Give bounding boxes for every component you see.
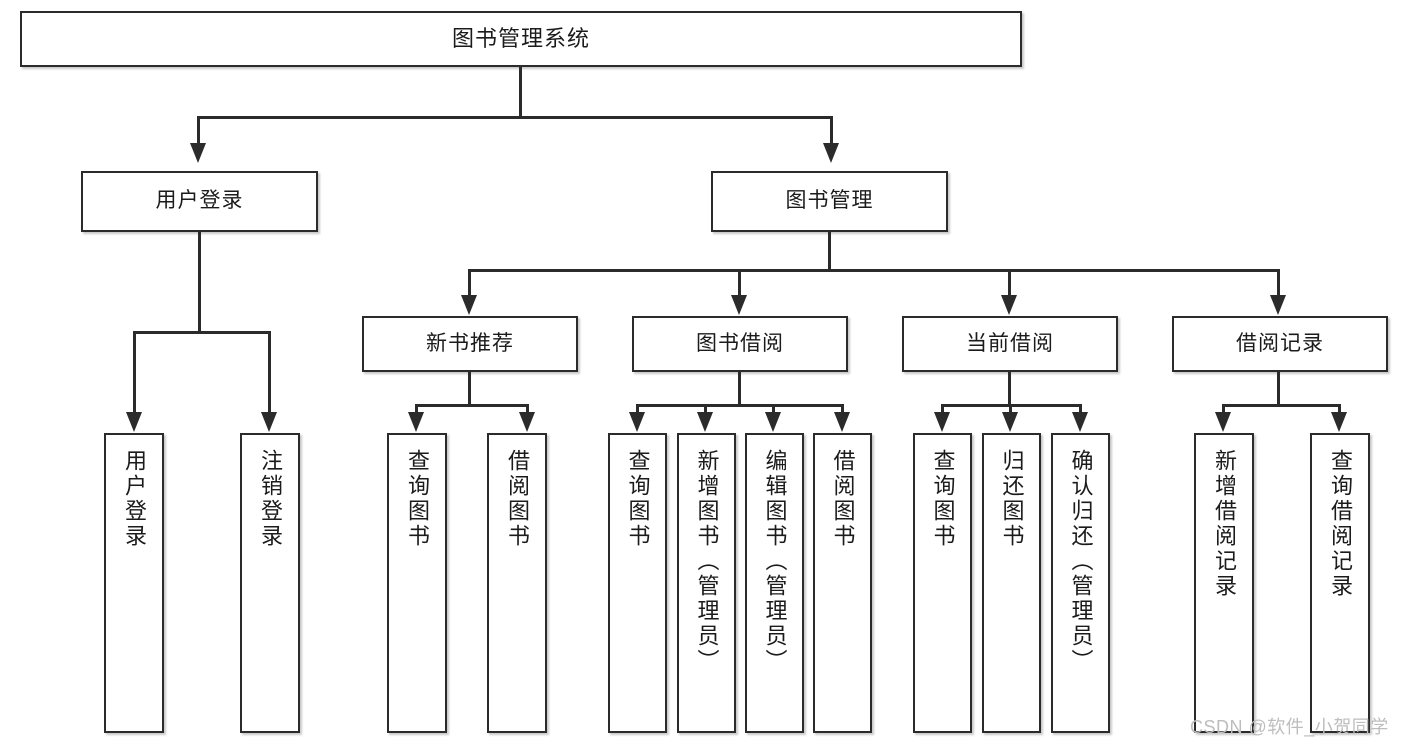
connector-book-borrow-child-2	[704, 404, 707, 418]
arrowhead-leaf-query-book-a	[408, 412, 424, 432]
node-label: 新增图书（管理员）	[694, 449, 720, 674]
leaf-current-query-book[interactable]: 查询图书	[913, 433, 972, 733]
leaf-user-login[interactable]: 用户登录	[104, 433, 164, 733]
node-label: 借阅记录	[1236, 331, 1324, 355]
arrowhead-book-borrow	[731, 295, 747, 315]
arrowhead-leaf-query-book-c	[934, 412, 950, 432]
leaf-borrow-borrow-book[interactable]: 借阅图书	[813, 433, 872, 733]
connector-user-login-bus	[133, 331, 271, 334]
node-label: 确认归还（管理员）	[1068, 449, 1094, 674]
arrowhead-leaf-add-record	[1215, 412, 1231, 432]
connector-user-login-child-2	[268, 331, 271, 415]
arrowhead-leaf-logout	[261, 412, 277, 432]
arrowhead-leaf-edit-book	[765, 412, 781, 432]
leaf-logout[interactable]: 注销登录	[240, 433, 300, 733]
leaf-new-book-query[interactable]: 查询图书	[387, 433, 447, 733]
connector-borrow-record-bus	[1222, 404, 1341, 407]
connector-current-borrow-child-3	[1079, 404, 1082, 418]
arrowhead-user-login	[190, 143, 206, 163]
node-label: 新增借阅记录	[1211, 449, 1237, 599]
node-label: 用户登录	[155, 189, 244, 213]
connector-user-login-child-1	[133, 331, 136, 415]
node-book-management[interactable]: 图书管理	[711, 171, 948, 232]
leaf-current-return-book[interactable]: 归还图书	[982, 433, 1041, 733]
node-label: 编辑图书（管理员）	[762, 449, 788, 674]
connector-to-current-borrow	[1008, 269, 1011, 297]
node-label: 查询图书	[404, 449, 430, 549]
arrowhead-leaf-add-book	[697, 412, 713, 432]
node-label: 查询借阅记录	[1327, 449, 1353, 599]
leaf-current-confirm-return[interactable]: 确认归还（管理员）	[1051, 433, 1110, 733]
leaf-record-add[interactable]: 新增借阅记录	[1194, 433, 1254, 733]
arrowhead-book-mgmt	[823, 143, 839, 163]
connector-root-to-user-login	[197, 116, 200, 146]
node-label: 新书推荐	[426, 331, 514, 355]
node-book-borrow[interactable]: 图书借阅	[632, 316, 848, 372]
node-label: 查询图书	[930, 449, 956, 549]
node-label: 当前借阅	[966, 331, 1054, 355]
connector-user-login-stem	[198, 232, 201, 333]
connector-new-book-child-1	[415, 404, 418, 418]
connector-current-borrow-stem	[1008, 372, 1011, 406]
leaf-record-query[interactable]: 查询借阅记录	[1310, 433, 1370, 733]
connector-level2-bus	[197, 116, 833, 119]
connector-book-borrow-child-4	[841, 404, 844, 418]
leaf-borrow-query-book[interactable]: 查询图书	[608, 433, 667, 733]
connector-book-borrow-stem	[738, 372, 741, 406]
node-label: 图书管理	[785, 189, 874, 213]
connector-level3-bus	[468, 269, 1280, 272]
arrowhead-leaf-borrow-book-b	[834, 412, 850, 432]
leaf-borrow-edit-book[interactable]: 编辑图书（管理员）	[745, 433, 804, 733]
connector-book-borrow-child-1	[636, 404, 639, 418]
node-user-login[interactable]: 用户登录	[81, 171, 318, 232]
leaf-new-book-borrow[interactable]: 借阅图书	[487, 433, 547, 733]
arrowhead-leaf-return-book	[1002, 412, 1018, 432]
node-label: 归还图书	[999, 449, 1025, 549]
node-label: 借阅图书	[830, 449, 856, 549]
arrowhead-leaf-query-book-b	[629, 412, 645, 432]
node-label: 图书借阅	[696, 331, 784, 355]
node-current-borrow[interactable]: 当前借阅	[902, 316, 1118, 372]
csdn-watermark: CSDN @软件_小贺同学	[1190, 717, 1389, 737]
connector-to-borrow-record	[1277, 269, 1280, 297]
node-label: 用户登录	[121, 449, 147, 549]
node-label: 图书管理系统	[451, 26, 590, 52]
connector-borrow-record-stem	[1277, 372, 1280, 406]
connector-new-book-child-2	[526, 404, 529, 418]
connector-borrow-record-child-1	[1222, 404, 1225, 418]
connector-to-new-book	[468, 269, 471, 297]
arrowhead-leaf-confirm-return	[1072, 412, 1088, 432]
connector-new-book-bus	[415, 404, 529, 407]
node-label: 查询图书	[625, 449, 651, 549]
node-borrow-record[interactable]: 借阅记录	[1172, 316, 1388, 372]
arrowhead-leaf-query-record	[1331, 412, 1347, 432]
connector-book-mgmt-stem	[828, 232, 831, 272]
connector-book-borrow-bus	[636, 404, 844, 407]
node-label: 借阅图书	[504, 449, 530, 549]
connector-book-borrow-child-3	[772, 404, 775, 418]
connector-borrow-record-child-2	[1338, 404, 1341, 418]
arrowhead-current-borrow	[1001, 295, 1017, 315]
connector-root-to-book-mgmt	[830, 116, 833, 146]
arrowhead-borrow-record	[1270, 295, 1286, 315]
node-label: 注销登录	[257, 449, 283, 549]
connector-new-book-stem	[468, 372, 471, 406]
connector-root-stem	[519, 67, 522, 118]
leaf-borrow-add-book[interactable]: 新增图书（管理员）	[677, 433, 736, 733]
node-new-book-recommend[interactable]: 新书推荐	[362, 316, 578, 372]
connector-current-borrow-child-1	[941, 404, 944, 418]
arrowhead-new-book	[461, 295, 477, 315]
node-root-system[interactable]: 图书管理系统	[20, 11, 1022, 67]
arrowhead-leaf-borrow-book-a	[519, 412, 535, 432]
connector-current-borrow-child-2	[1009, 404, 1012, 418]
arrowhead-leaf-user-login	[126, 412, 142, 432]
connector-to-book-borrow	[738, 269, 741, 297]
